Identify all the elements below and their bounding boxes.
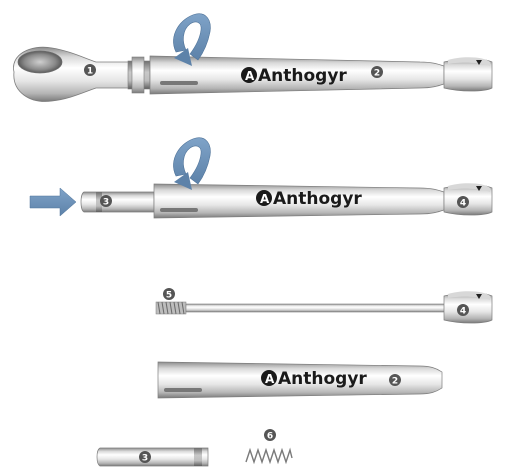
svg-text:2: 2: [392, 377, 398, 387]
assembly-handle-with-shaft: 3 4 A Anthogyr: [30, 138, 492, 218]
svg-text:4: 4: [460, 307, 466, 317]
coil-spring: 6: [246, 429, 292, 462]
rotate-arrow-icon: [173, 138, 210, 190]
callout-6: 6: [264, 429, 276, 442]
brand-name: Anthogyr: [273, 189, 362, 209]
brand-name: Anthogyr: [278, 369, 367, 389]
small-shaft: 3: [97, 448, 208, 466]
handle-sleeve: A Anthogyr 2: [158, 362, 442, 398]
handle-slot: [164, 388, 202, 392]
callout-5: 5: [163, 288, 175, 301]
svg-text:4: 4: [460, 199, 466, 209]
svg-text:2: 2: [374, 69, 380, 79]
svg-text:5: 5: [166, 291, 172, 301]
connector-collar: [132, 57, 144, 93]
inner-rod: [186, 304, 448, 312]
brand-name: Anthogyr: [258, 66, 347, 86]
svg-text:6: 6: [267, 432, 273, 442]
svg-text:1: 1: [87, 67, 93, 77]
logo-initial: A: [245, 69, 255, 83]
logo-initial: A: [265, 372, 275, 386]
inner-rod-assembly: 5 4: [156, 288, 492, 323]
push-arrow-icon: [30, 188, 76, 216]
handle-slot: [160, 81, 198, 85]
svg-text:3: 3: [103, 198, 109, 208]
ratchet-head: [13, 47, 130, 101]
handle-slot: [160, 208, 198, 212]
assembly-torque-wrench: A Anthogyr 1 2: [13, 14, 492, 102]
rod-spring: [156, 302, 186, 314]
logo-initial: A: [260, 192, 270, 206]
svg-text:3: 3: [142, 454, 148, 464]
end-cap: [444, 57, 492, 91]
driver-shaft: [81, 192, 154, 212]
